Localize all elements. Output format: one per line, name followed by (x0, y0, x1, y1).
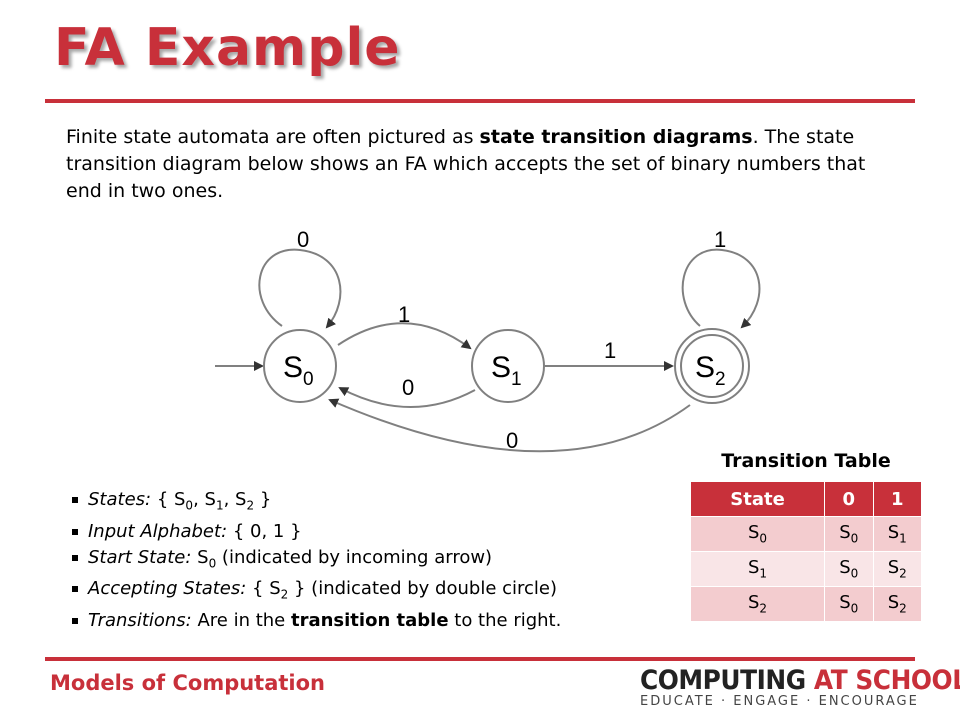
state-s2-inner (680, 334, 744, 398)
edge-label-s0-s1: 1 (398, 302, 410, 327)
logo-wordmark: COMPUTING AT SCHOOL (640, 665, 960, 696)
fa-definition-list: States: { S0, S1, S2 } Input Alphabet: {… (72, 487, 561, 634)
intro-text-1: Finite state automata are often pictured… (66, 126, 480, 148)
state-s1-label: S1 (491, 351, 522, 390)
edge-label-s2-s0: 0 (506, 428, 518, 453)
table-row: S0 S0 S1 (689, 516, 923, 552)
intro-bold: state transition diagrams (479, 126, 753, 148)
state-s2-label: S2 (695, 351, 726, 390)
intro-text-2: . The state transition diagram below sho… (66, 126, 866, 202)
edge-label-s1-s0: 0 (402, 375, 414, 400)
table-cell: S0 (689, 516, 826, 552)
table-cell: S0 (824, 586, 874, 622)
edge-label-s0-self: 0 (297, 227, 309, 252)
footer-divider (45, 657, 915, 661)
transition-table: State 0 1 S0 S0 S1 S1 S0 S2 S2 S0 S2 (689, 481, 923, 622)
bullet-states: States: { S0, S1, S2 } (72, 487, 561, 519)
table-header: 1 (872, 481, 923, 517)
state-s0-label: S0 (283, 351, 314, 390)
edge-label-s1-s2: 1 (604, 338, 616, 363)
bullet-alphabet: Input Alphabet: { 0, 1 } (72, 519, 561, 545)
table-row: S2 S0 S2 (689, 586, 923, 622)
intro-paragraph: Finite state automata are often pictured… (66, 124, 906, 205)
bullet-transitions: Transitions: Are in the transition table… (72, 608, 561, 634)
table-header-row: State 0 1 (689, 481, 923, 517)
slide-title: FA Example (54, 18, 401, 78)
bullet-accepting-states: Accepting States: { S2 } (indicated by d… (72, 576, 561, 608)
edge-s2-s0 (328, 398, 691, 453)
edge-s1-s0 (338, 387, 476, 408)
table-cell: S1 (689, 551, 826, 587)
footer-section-title: Models of Computation (50, 671, 326, 695)
table-cell: S0 (824, 516, 874, 552)
bullet-start-state: Start State: S0 (indicated by incoming a… (72, 545, 561, 577)
edge-s0-s1 (337, 322, 472, 350)
table-row: S1 S0 S2 (689, 551, 923, 587)
edge-s0-self (258, 248, 342, 329)
computing-at-school-logo: COMPUTING AT SCHOOL EDUCATE · ENGAGE · E… (640, 665, 960, 709)
state-s0 (263, 329, 337, 403)
state-s1 (471, 329, 545, 403)
edge-label-s2-self: 1 (714, 227, 726, 252)
table-cell: S1 (872, 516, 923, 552)
table-cell: S0 (824, 551, 874, 587)
table-cell: S2 (689, 586, 826, 622)
table-header: State (689, 481, 826, 517)
table-cell: S2 (872, 586, 923, 622)
table-cell: S2 (872, 551, 923, 587)
edge-s2-self (681, 248, 761, 329)
table-header: 0 (824, 481, 874, 517)
title-divider (45, 99, 915, 103)
logo-tagline: EDUCATE · ENGAGE · ENCOURAGE (640, 694, 919, 709)
transition-table-caption: Transition Table (721, 450, 891, 472)
